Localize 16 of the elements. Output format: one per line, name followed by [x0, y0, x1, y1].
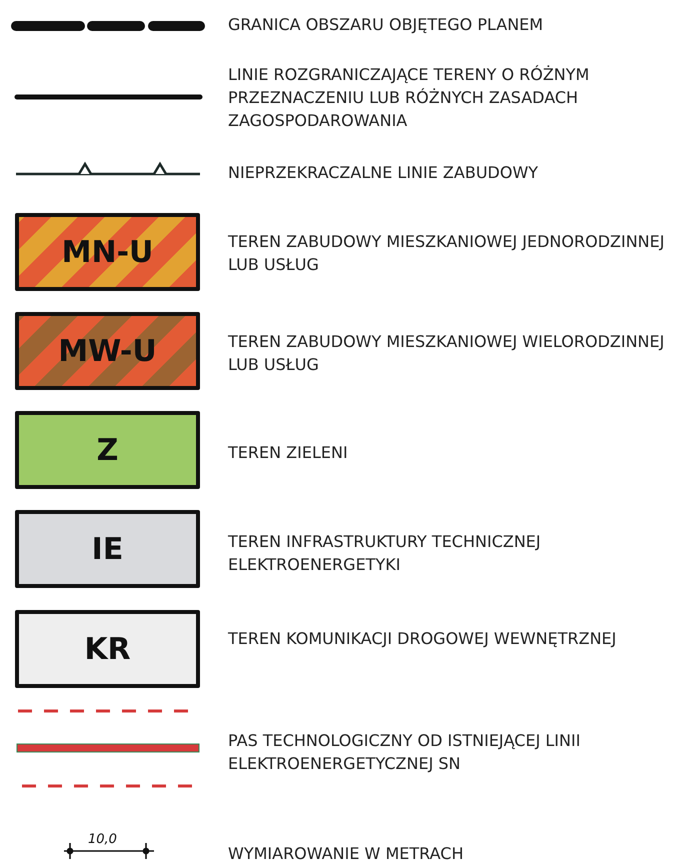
legend-text: TEREN ZIELENI	[228, 442, 349, 464]
legend-text: LINIE ROZGRANICZAJĄCE TERENY O RÓŻNYM PRZEZNACZENIU LUB RÓŻNYCH ZASADACH ZAGOSPODAROWANIA	[228, 64, 590, 132]
zone-code: KR	[84, 632, 131, 666]
legend-text: PAS TECHNOLOGICZNY OD ISTNIEJĄCEJ LINII ELEKTROENERGETYCZNEJ SN	[228, 730, 582, 775]
zone-code: MN-U	[62, 234, 154, 270]
legend-text: WYMIAROWANIE W METRACH	[228, 843, 464, 863]
legend-text: TEREN KOMUNIKACJI DROGOWEJ WEWNĘTRZNEJ	[228, 628, 618, 650]
legend-text: TEREN INFRASTRUKTURY TECHNICZNEJ ELEKTROENERGETYKI	[228, 531, 542, 576]
zone-code: Z	[96, 432, 118, 468]
zone-code: IE	[92, 532, 124, 566]
legend-text: NIEPRZEKRACZALNE LINIE ZABUDOWY	[228, 162, 540, 184]
legend-text: TEREN ZABUDOWY MIESZKANIOWEJ JEDNORODZINNEJ LUB USŁUG	[228, 231, 666, 276]
legend-text: GRANICA OBSZARU OBJĘTEGO PLANEM	[228, 14, 544, 36]
legend-text: TEREN ZABUDOWY MIESZKANIOWEJ WIELORODZINNEJ LUB USŁUG	[228, 331, 666, 376]
dimension-value: 10,0	[88, 832, 117, 847]
zone-code: MW-U	[58, 334, 157, 368]
